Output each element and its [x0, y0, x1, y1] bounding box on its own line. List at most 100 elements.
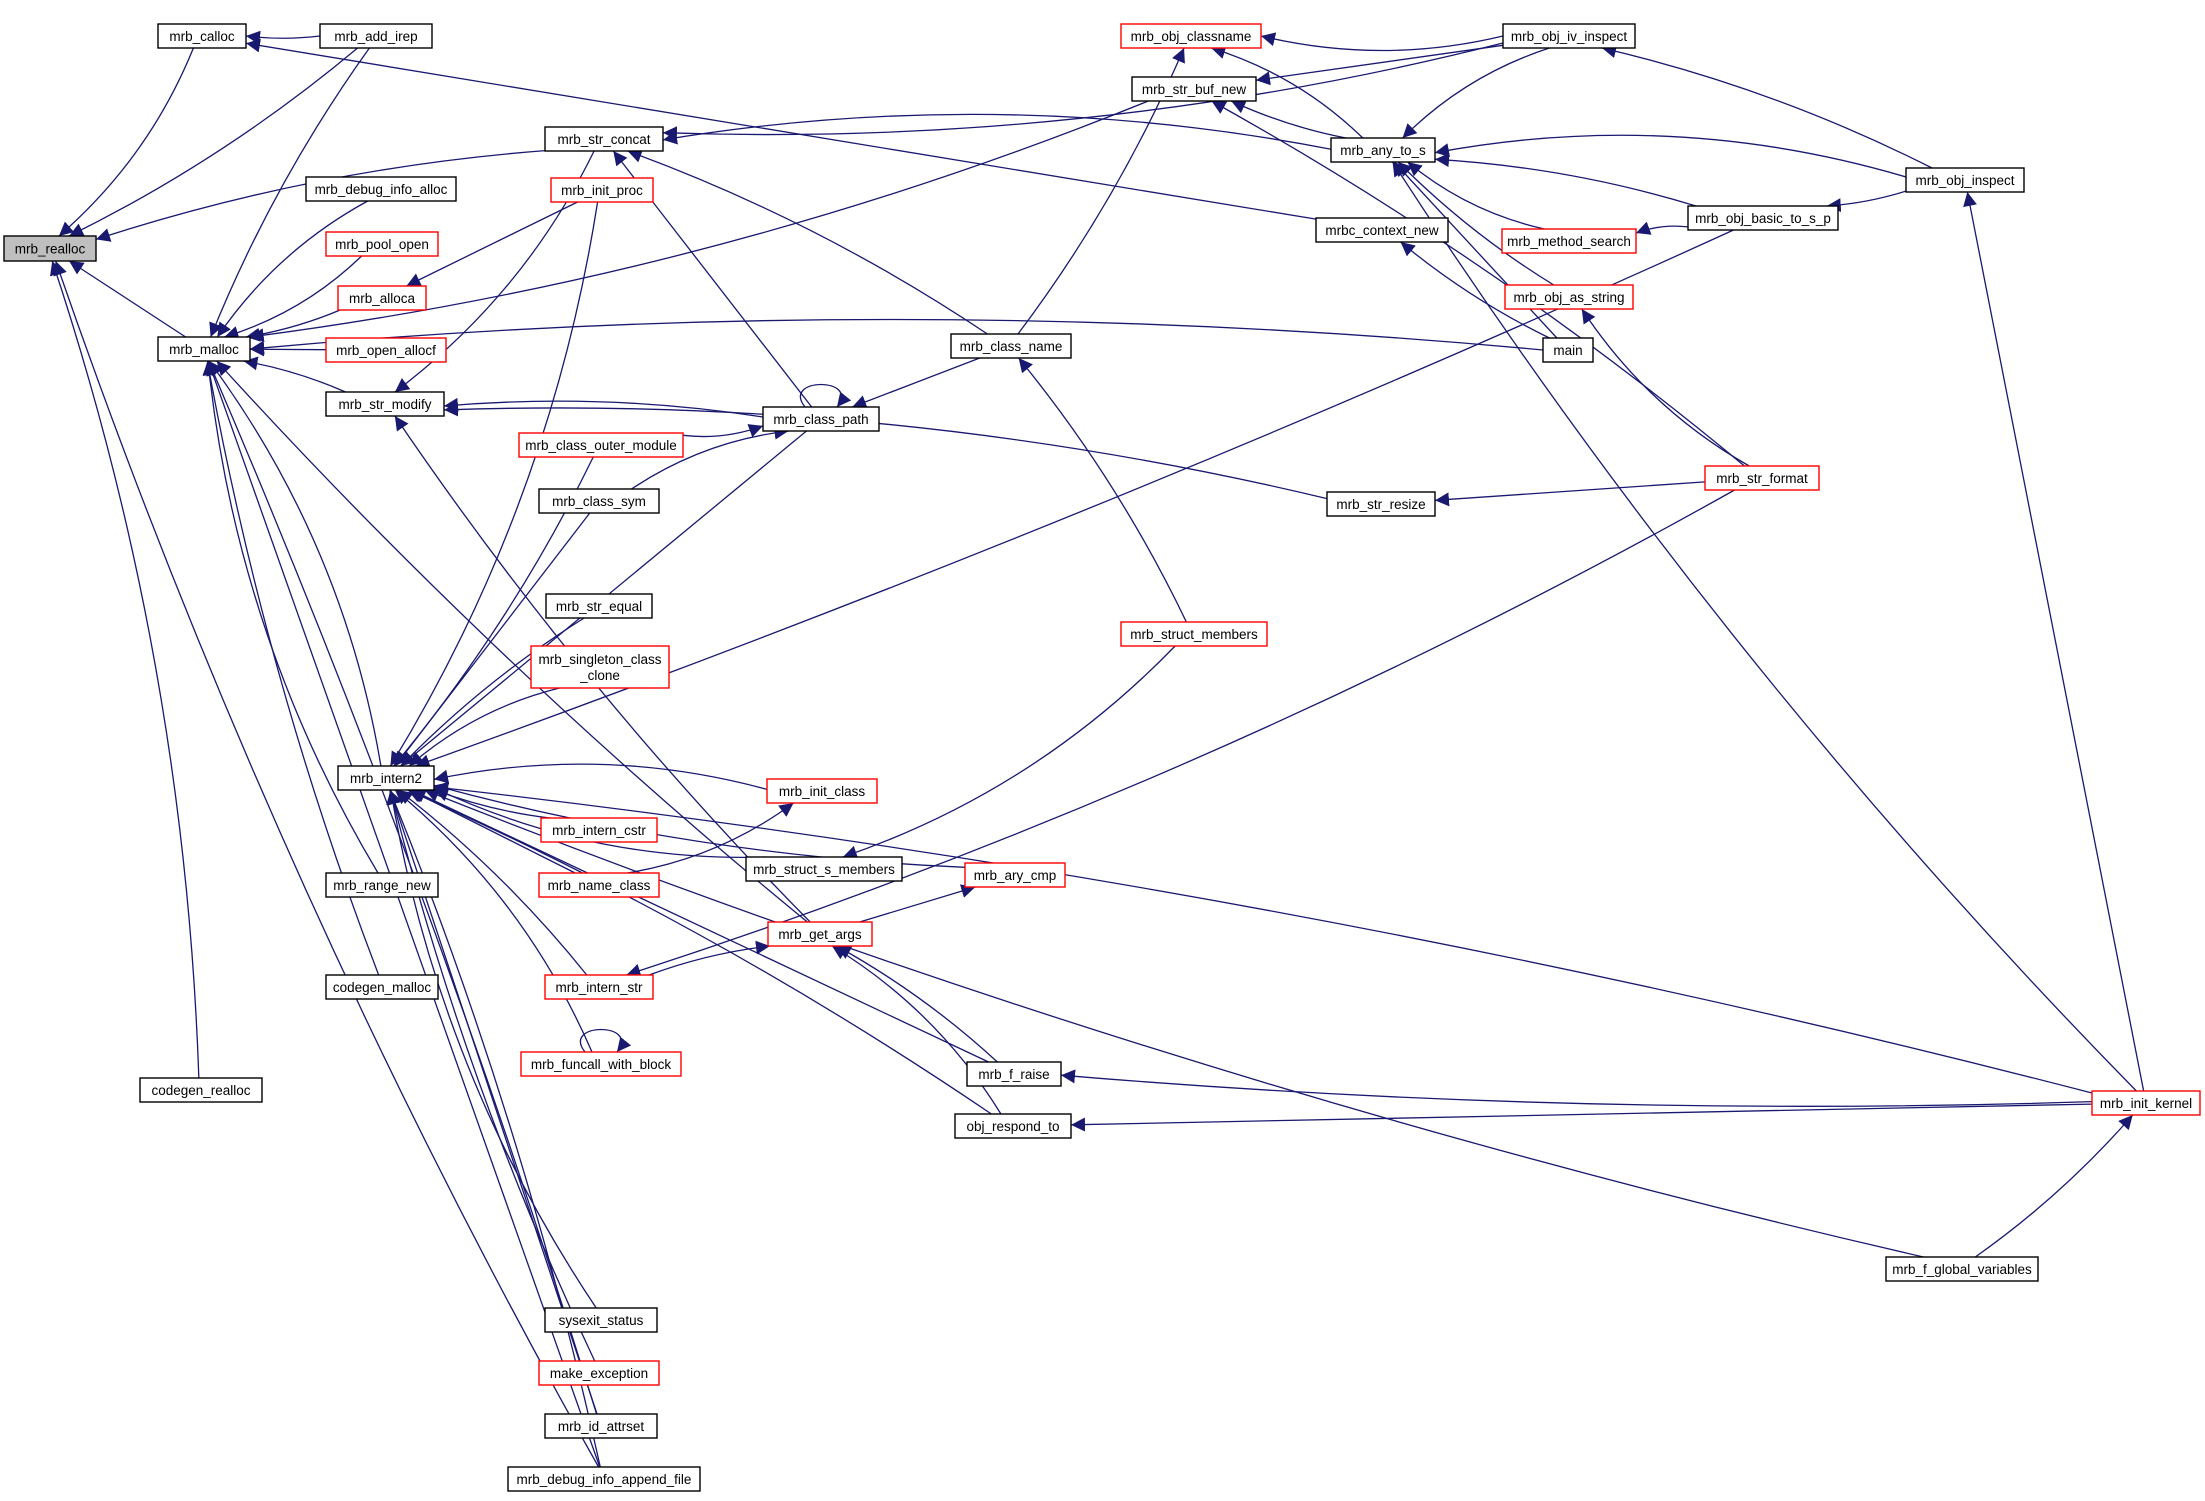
function-node-mrb-init-kernel[interactable]: mrb_init_kernel	[2091, 1090, 2201, 1116]
call-edge-mrb_str_resize-to-mrb_str_modify	[443, 402, 1328, 500]
call-edge-mrb_struct_members-to-mrb_struct_s_members	[842, 645, 1176, 860]
node-label: main	[1553, 343, 1582, 358]
function-node-mrb-obj-classname[interactable]: mrb_obj_classname	[1120, 23, 1262, 49]
function-node-mrb-open-allocf[interactable]: mrb_open_allocf	[325, 337, 447, 363]
call-edge-mrb_init_kernel-to-obj_respond_to	[1070, 1103, 2093, 1132]
node-box	[1504, 284, 1634, 310]
node-box	[538, 872, 660, 898]
node-label: mrb_str_concat	[557, 132, 650, 147]
node-box	[1704, 465, 1820, 491]
function-node-codegen-malloc[interactable]: codegen_malloc	[325, 974, 439, 1000]
node-label: mrb_realloc	[15, 242, 86, 257]
node-box	[966, 1061, 1062, 1087]
function-node-mrb-str-resize[interactable]: mrb_str_resize	[1326, 491, 1436, 517]
function-node-mrb-malloc[interactable]: mrb_malloc	[157, 336, 251, 362]
node-label: mrb_intern_cstr	[552, 823, 646, 838]
call-edge-mrb_class_outer_module-to-mrb_class_path	[682, 424, 764, 438]
function-node-mrb-add-irep[interactable]: mrb_add_irep	[319, 23, 433, 49]
function-node-mrb-debug-info-append-file[interactable]: mrb_debug_info_append_file	[507, 1466, 701, 1492]
function-node-mrb-name-class[interactable]: mrb_name_class	[538, 872, 660, 898]
function-node-mrb-any-to-s[interactable]: mrb_any_to_s	[1330, 137, 1436, 163]
node-box	[1120, 23, 1262, 49]
function-node-mrb-intern-cstr[interactable]: mrb_intern_cstr	[540, 817, 658, 843]
function-node-mrb-get-args[interactable]: mrb_get_args	[767, 921, 873, 947]
function-node-mrb-init-class[interactable]: mrb_init_class	[766, 778, 878, 804]
call-edge-mrb_obj_basic_to_s_p-to-mrb_any_to_s	[1434, 153, 1697, 207]
call-edge-mrb_obj_inspect-to-mrb_obj_iv_inspect	[1601, 44, 1933, 169]
node-label: codegen_malloc	[333, 980, 432, 995]
function-node-mrb-init-proc[interactable]: mrb_init_proc	[550, 177, 654, 203]
node-label: mrb_str_resize	[1336, 497, 1425, 512]
node-label: mrb_class_name	[960, 339, 1063, 354]
call-edge-mrb_struct_members-to-mrb_class_name	[1018, 357, 1187, 623]
function-node-sysexit-status[interactable]: sysexit_status	[544, 1307, 658, 1333]
node-box	[1885, 1256, 2039, 1282]
function-node-mrb-method-search[interactable]: mrb_method_search	[1501, 228, 1637, 254]
call-edge-mrb_str_modify-to-mrb_malloc	[243, 356, 346, 393]
function-node-obj-respond-to[interactable]: obj_respond_to	[954, 1113, 1072, 1139]
node-label: mrb_intern2	[350, 771, 422, 786]
function-node-make-exception[interactable]: make_exception	[538, 1360, 660, 1386]
function-node-mrb-struct-s-members[interactable]: mrb_struct_s_members	[745, 856, 903, 882]
function-node-mrb-obj-basic-to-s-p[interactable]: mrb_obj_basic_to_s_p	[1687, 205, 1839, 231]
function-node-mrb-str-concat[interactable]: mrb_str_concat	[544, 126, 664, 152]
node-label: mrb_funcall_with_block	[531, 1057, 672, 1072]
function-node-mrb-intern-str[interactable]: mrb_intern_str	[544, 974, 654, 1000]
node-label: sysexit_status	[559, 1313, 644, 1328]
call-edge-mrb_get_args-to-mrb_ary_cmp	[859, 884, 976, 923]
node-label: obj_respond_to	[966, 1119, 1059, 1134]
call-edge-mrb_obj_iv_inspect-to-mrb_any_to_s	[1402, 47, 1550, 139]
function-node-mrb-str-equal[interactable]: mrb_str_equal	[545, 593, 653, 619]
call-edge-mrb_any_to_s-to-mrb_str_concat	[662, 113, 1332, 150]
call-edge-mrb_init_kernel-to-mrb_obj_inspect	[1963, 191, 2145, 1092]
function-node-main[interactable]: main	[1542, 337, 1594, 363]
node-box	[544, 126, 664, 152]
function-node-mrb-alloca[interactable]: mrb_alloca	[337, 285, 427, 311]
function-node-mrb-class-name[interactable]: mrb_class_name	[950, 333, 1072, 359]
function-node-mrb-calloc[interactable]: mrb_calloc	[157, 23, 247, 49]
call-edge-mrb_class_name-to-mrb_class_path	[851, 357, 981, 409]
node-box	[319, 23, 433, 49]
node-label: mrb_obj_as_string	[1513, 290, 1624, 305]
call-edge-mrb_add_irep-to-mrb_malloc	[209, 47, 370, 338]
node-label: mrb_debug_info_alloc	[315, 182, 448, 197]
function-node-mrb-obj-iv-inspect[interactable]: mrb_obj_iv_inspect	[1502, 23, 1636, 49]
node-box	[964, 862, 1066, 888]
function-node-mrb-str-buf-new[interactable]: mrb_str_buf_new	[1131, 76, 1257, 102]
node-label: mrb_f_raise	[978, 1067, 1049, 1082]
call-edge-mrb_str_buf_new-to-mrb_malloc	[249, 100, 1149, 343]
node-box	[767, 921, 873, 947]
function-node-mrb-singleton-class-clone[interactable]: mrb_singleton_class_clone	[530, 645, 670, 689]
function-node-mrb-class-sym[interactable]: mrb_class_sym	[538, 488, 660, 514]
call-edge-mrb_class_sym-to-mrb_intern2	[394, 512, 591, 767]
call-edge-mrb_any_to_s-to-mrb_obj_classname	[1211, 45, 1364, 139]
function-node-mrb-debug-info-alloc[interactable]: mrb_debug_info_alloc	[305, 176, 457, 202]
function-node-mrb-realloc[interactable]: mrb_realloc	[3, 235, 97, 262]
function-node-mrb-obj-as-string[interactable]: mrb_obj_as_string	[1504, 284, 1634, 310]
function-node-codegen-realloc[interactable]: codegen_realloc	[139, 1077, 263, 1103]
function-node-mrb-str-format[interactable]: mrb_str_format	[1704, 465, 1820, 491]
function-node-mrb-ary-cmp[interactable]: mrb_ary_cmp	[964, 862, 1066, 888]
function-node-mrb-str-modify[interactable]: mrb_str_modify	[325, 391, 445, 417]
node-label: mrb_str_buf_new	[1142, 82, 1247, 97]
call-edge-mrb_calloc-to-mrb_realloc	[58, 47, 195, 237]
function-node-mrb-pool-open[interactable]: mrb_pool_open	[325, 231, 439, 257]
function-node-mrb-class-outer-module[interactable]: mrb_class_outer_module	[518, 432, 684, 458]
function-node-mrb-range-new[interactable]: mrb_range_new	[325, 872, 439, 898]
call-edge-mrb_add_irep-to-mrb_realloc	[68, 47, 359, 237]
function-node-mrb-intern2[interactable]: mrb_intern2	[337, 765, 435, 791]
function-node-mrb-funcall-with-block[interactable]: mrb_funcall_with_block	[520, 1051, 682, 1077]
node-box	[530, 645, 670, 689]
function-node-mrb-id-attrset[interactable]: mrb_id_attrset	[544, 1413, 658, 1439]
function-node-mrbc-context-new[interactable]: mrbc_context_new	[1315, 217, 1449, 243]
node-box	[157, 336, 251, 362]
call-edge-obj_respond_to-to-mrb_intern2	[407, 789, 992, 1115]
call-edge-mrb_intern_str-to-mrb_intern2	[397, 789, 588, 976]
function-node-mrb-obj-inspect[interactable]: mrb_obj_inspect	[1905, 167, 2025, 193]
call-edge-mrb_class_path-to-mrb_class_path	[799, 383, 852, 408]
function-node-mrb-f-raise[interactable]: mrb_f_raise	[966, 1061, 1062, 1087]
function-node-mrb-struct-members[interactable]: mrb_struct_members	[1120, 621, 1268, 647]
call-edge-mrb_debug_info_alloc-to-mrb_malloc	[216, 200, 369, 338]
function-node-mrb-f-global-variables[interactable]: mrb_f_global_variables	[1885, 1256, 2039, 1282]
function-node-mrb-class-path[interactable]: mrb_class_path	[762, 406, 880, 432]
